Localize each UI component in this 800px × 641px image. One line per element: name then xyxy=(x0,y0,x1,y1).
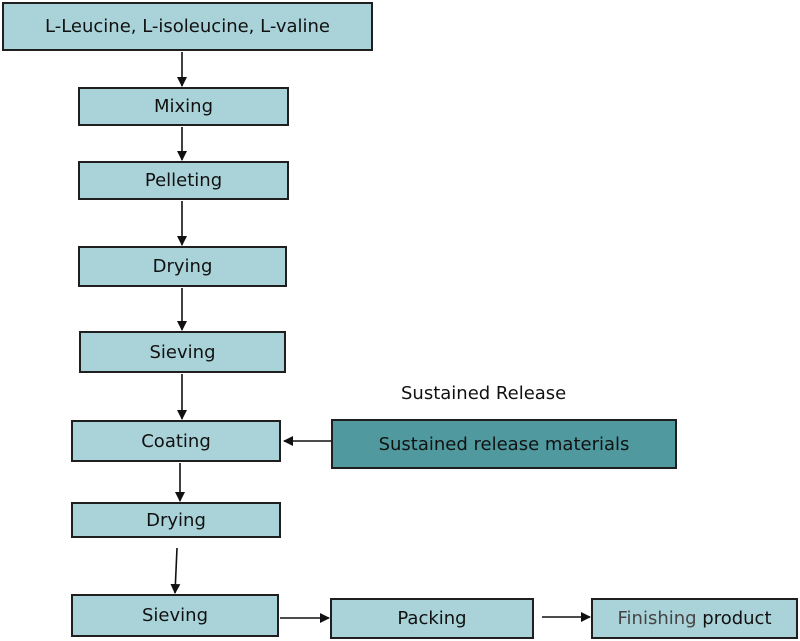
step-drying-2-label: Drying xyxy=(146,509,206,531)
finishing-word: Finishing xyxy=(617,608,697,629)
step-drying-1-label: Drying xyxy=(152,256,213,277)
step-mixing: Mixing xyxy=(78,87,289,126)
sustained-release-materials-label: Sustained release materials xyxy=(378,433,630,455)
step-sieving-2: Sieving xyxy=(71,594,279,637)
step-drying-1: Drying xyxy=(78,246,287,287)
step-mixing-label: Mixing xyxy=(153,96,214,117)
step-finishing-product-label: Finishing product xyxy=(617,608,771,629)
sustained-release-heading: Sustained Release xyxy=(401,383,567,404)
step-pelleting-label: Pelleting xyxy=(144,170,223,191)
step-input-amino-acids: L-Leucine, L-isoleucine, L-valine xyxy=(2,2,373,51)
step-sieving-2-label: Sieving xyxy=(142,605,208,626)
arrow-drying-to-sieving-2 xyxy=(170,547,181,594)
step-pelleting: Pelleting xyxy=(78,161,289,200)
step-sieving-1-label: Sieving xyxy=(149,341,216,363)
step-sieving-1: Sieving xyxy=(79,331,286,373)
product-word: product xyxy=(696,608,772,629)
step-drying-2: Drying xyxy=(71,502,281,538)
step-packing-label: Packing xyxy=(397,608,467,629)
step-packing: Packing xyxy=(330,598,534,639)
step-input-label: L-Leucine, L-isoleucine, L-valine xyxy=(44,16,331,37)
step-coating: Coating xyxy=(71,420,281,462)
step-finishing-product: Finishing product xyxy=(591,598,798,639)
sustained-release-materials: Sustained release materials xyxy=(331,419,677,469)
step-coating-label: Coating xyxy=(141,430,211,452)
